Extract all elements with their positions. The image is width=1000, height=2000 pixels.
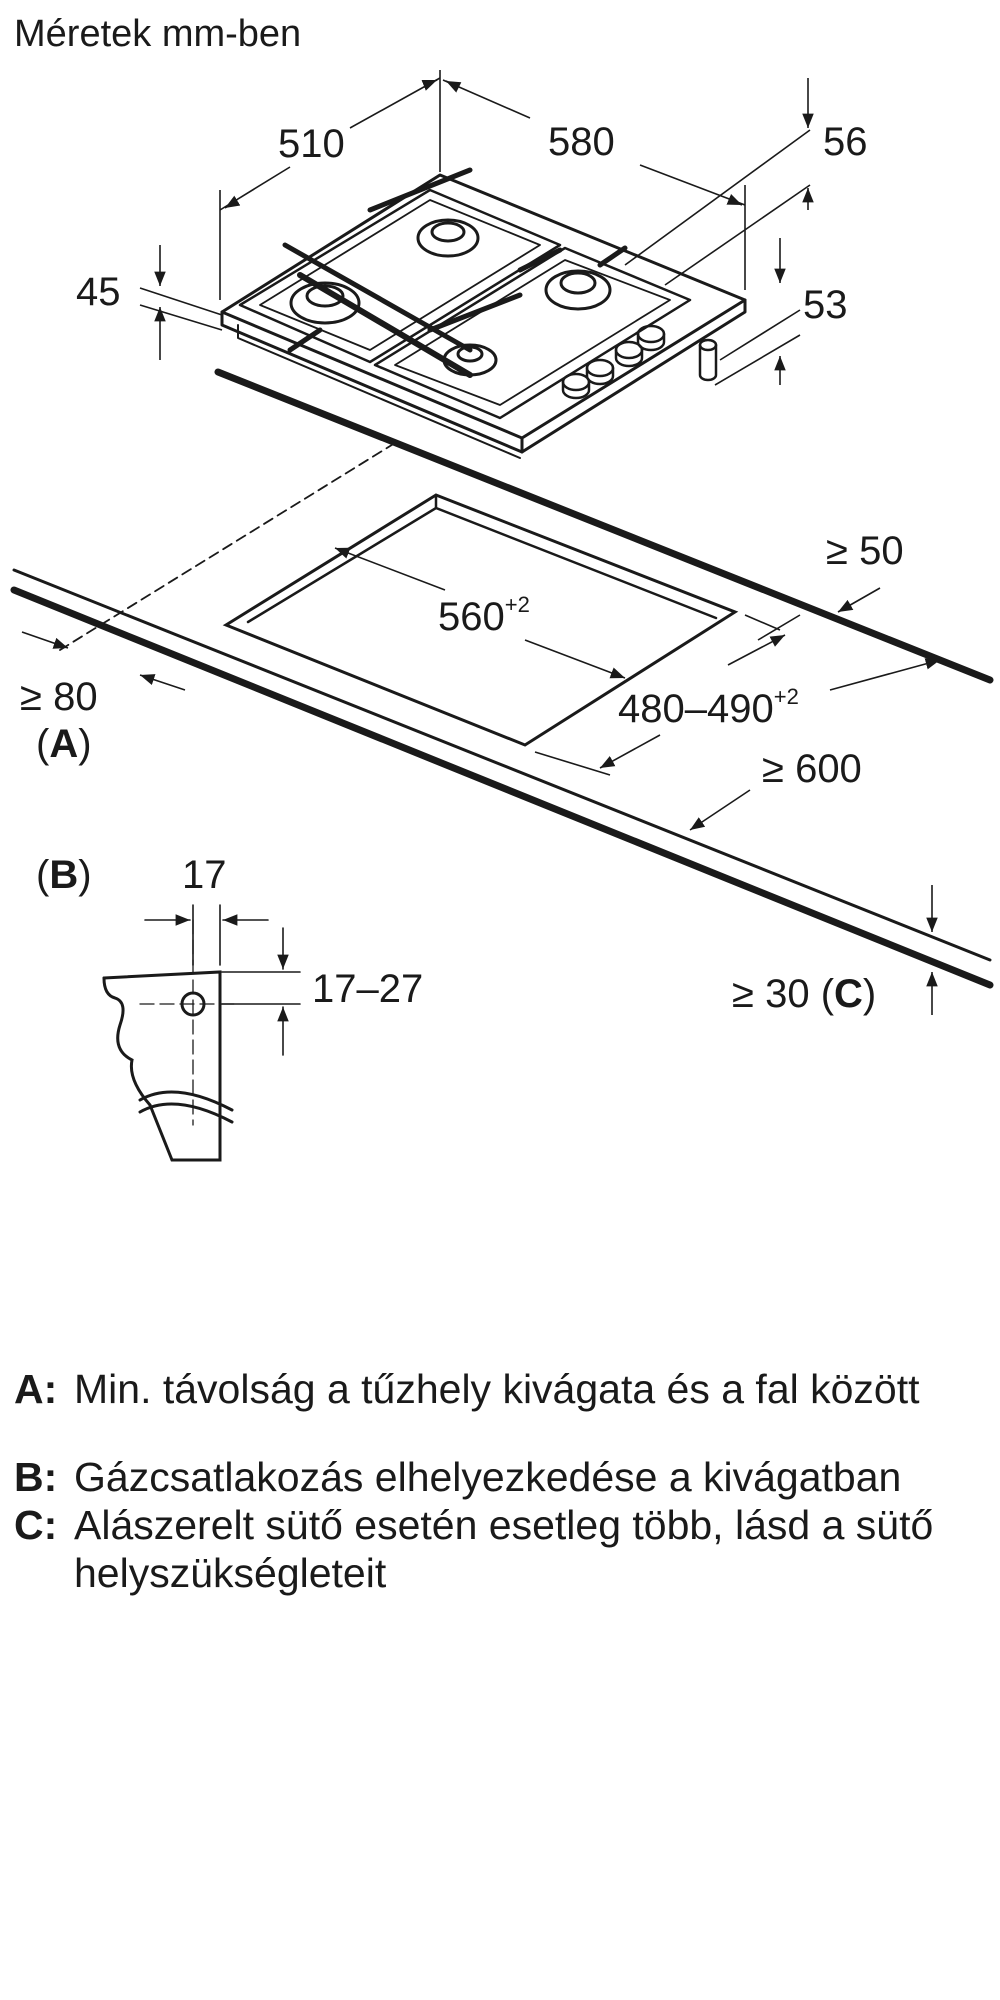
- dim-gas-offset-v: 17–27: [312, 967, 423, 1011]
- installation-diagram: Méretek mm-ben: [10, 13, 994, 1162]
- dim-580: 580: [548, 120, 615, 164]
- hob-dimension-lines: [139, 70, 814, 386]
- dim-wall-clearance: ≥ 80: [20, 675, 98, 719]
- dim-worktop-depth: ≥ 600: [762, 747, 862, 791]
- legend-key: C:: [14, 1502, 58, 1548]
- gas-connection-detail: [102, 904, 301, 1162]
- label-a: (A): [36, 722, 92, 766]
- worktop-drawing: [10, 368, 994, 989]
- dim-560: 560+2: [438, 592, 530, 639]
- dim-53: 53: [803, 283, 848, 327]
- legend-text: Min. távolság a tűzhely kivágata és a fa…: [74, 1366, 920, 1412]
- legend-text: Gázcsatlakozás elhelyezkedése a kivágatb…: [74, 1454, 902, 1500]
- dim-worktop-thickness: ≥ 30 (C): [732, 972, 876, 1016]
- dim-gas-offset-h: 17: [182, 853, 227, 897]
- dim-45: 45: [76, 270, 121, 314]
- dim-56: 56: [823, 120, 868, 164]
- legend-key: B:: [14, 1454, 58, 1500]
- dim-510: 510: [278, 122, 345, 166]
- legend-key: A:: [14, 1366, 58, 1412]
- legend-item-c: C: Alászerelt sütő esetén esetleg több, …: [14, 1501, 984, 1597]
- dim-480-490: 480–490+2: [618, 684, 799, 731]
- legend-item-b: B: Gázcsatlakozás elhelyezkedése a kivág…: [14, 1453, 984, 1501]
- label-b: (B): [36, 853, 92, 897]
- diagram-title: Méretek mm-ben: [14, 13, 301, 55]
- dim-side-clearance: ≥ 50: [826, 529, 904, 573]
- legend: A: Min. távolság a tűzhely kivágata és a…: [14, 1365, 984, 1637]
- legend-text: Alászerelt sütő esetén esetleg több, lás…: [74, 1502, 934, 1596]
- legend-item-a: A: Min. távolság a tűzhely kivágata és a…: [14, 1365, 984, 1413]
- hob-drawing: [220, 167, 747, 459]
- cutout-dimension-lines: [21, 547, 941, 1015]
